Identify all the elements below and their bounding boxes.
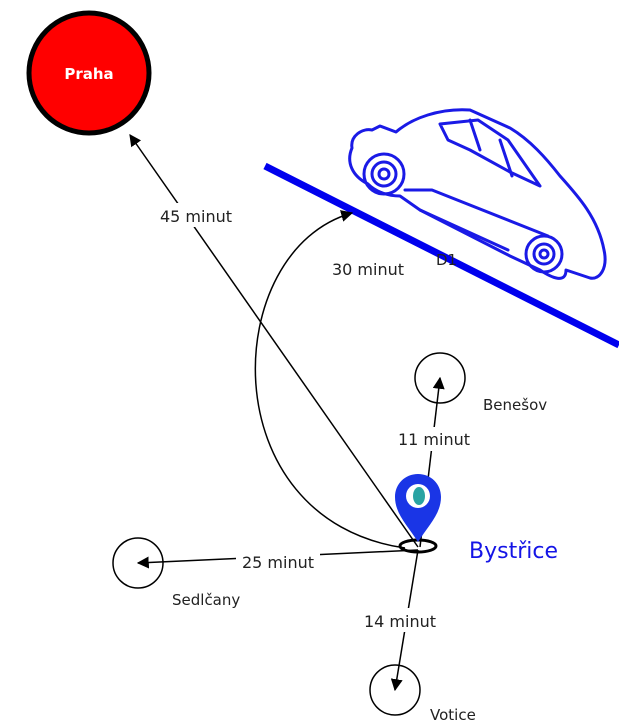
time-praha: 45 minut bbox=[160, 207, 232, 226]
time-label-benesov: 11 minut bbox=[392, 427, 476, 451]
time-highway: 30 minut bbox=[332, 260, 404, 279]
sedlcany-label: Sedlčany bbox=[172, 591, 240, 609]
time-label-highway: 30 minut bbox=[332, 260, 404, 279]
praha-label: Praha bbox=[64, 65, 113, 83]
highway-d1-line bbox=[263, 162, 619, 349]
time-label-votice: 14 minut bbox=[358, 608, 442, 632]
highway-label: D1 bbox=[436, 251, 457, 269]
time-label-sedlcany: 25 minut bbox=[236, 550, 320, 574]
votice-label: Votice bbox=[430, 706, 476, 724]
time-sedlcany: 25 minut bbox=[242, 553, 314, 572]
car-icon bbox=[348, 108, 607, 280]
time-label-praha: 45 minut bbox=[152, 203, 240, 227]
time-votice: 14 minut bbox=[364, 612, 436, 631]
arrow-to-praha bbox=[129, 134, 419, 548]
praha-circle bbox=[26, 10, 152, 136]
time-benesov: 11 minut bbox=[398, 430, 470, 449]
benesov-label: Benešov bbox=[483, 396, 547, 414]
arrow-to-highway bbox=[254, 210, 406, 549]
center-city-label: Bystřice bbox=[469, 539, 558, 564]
location-pin-icon bbox=[395, 474, 441, 554]
